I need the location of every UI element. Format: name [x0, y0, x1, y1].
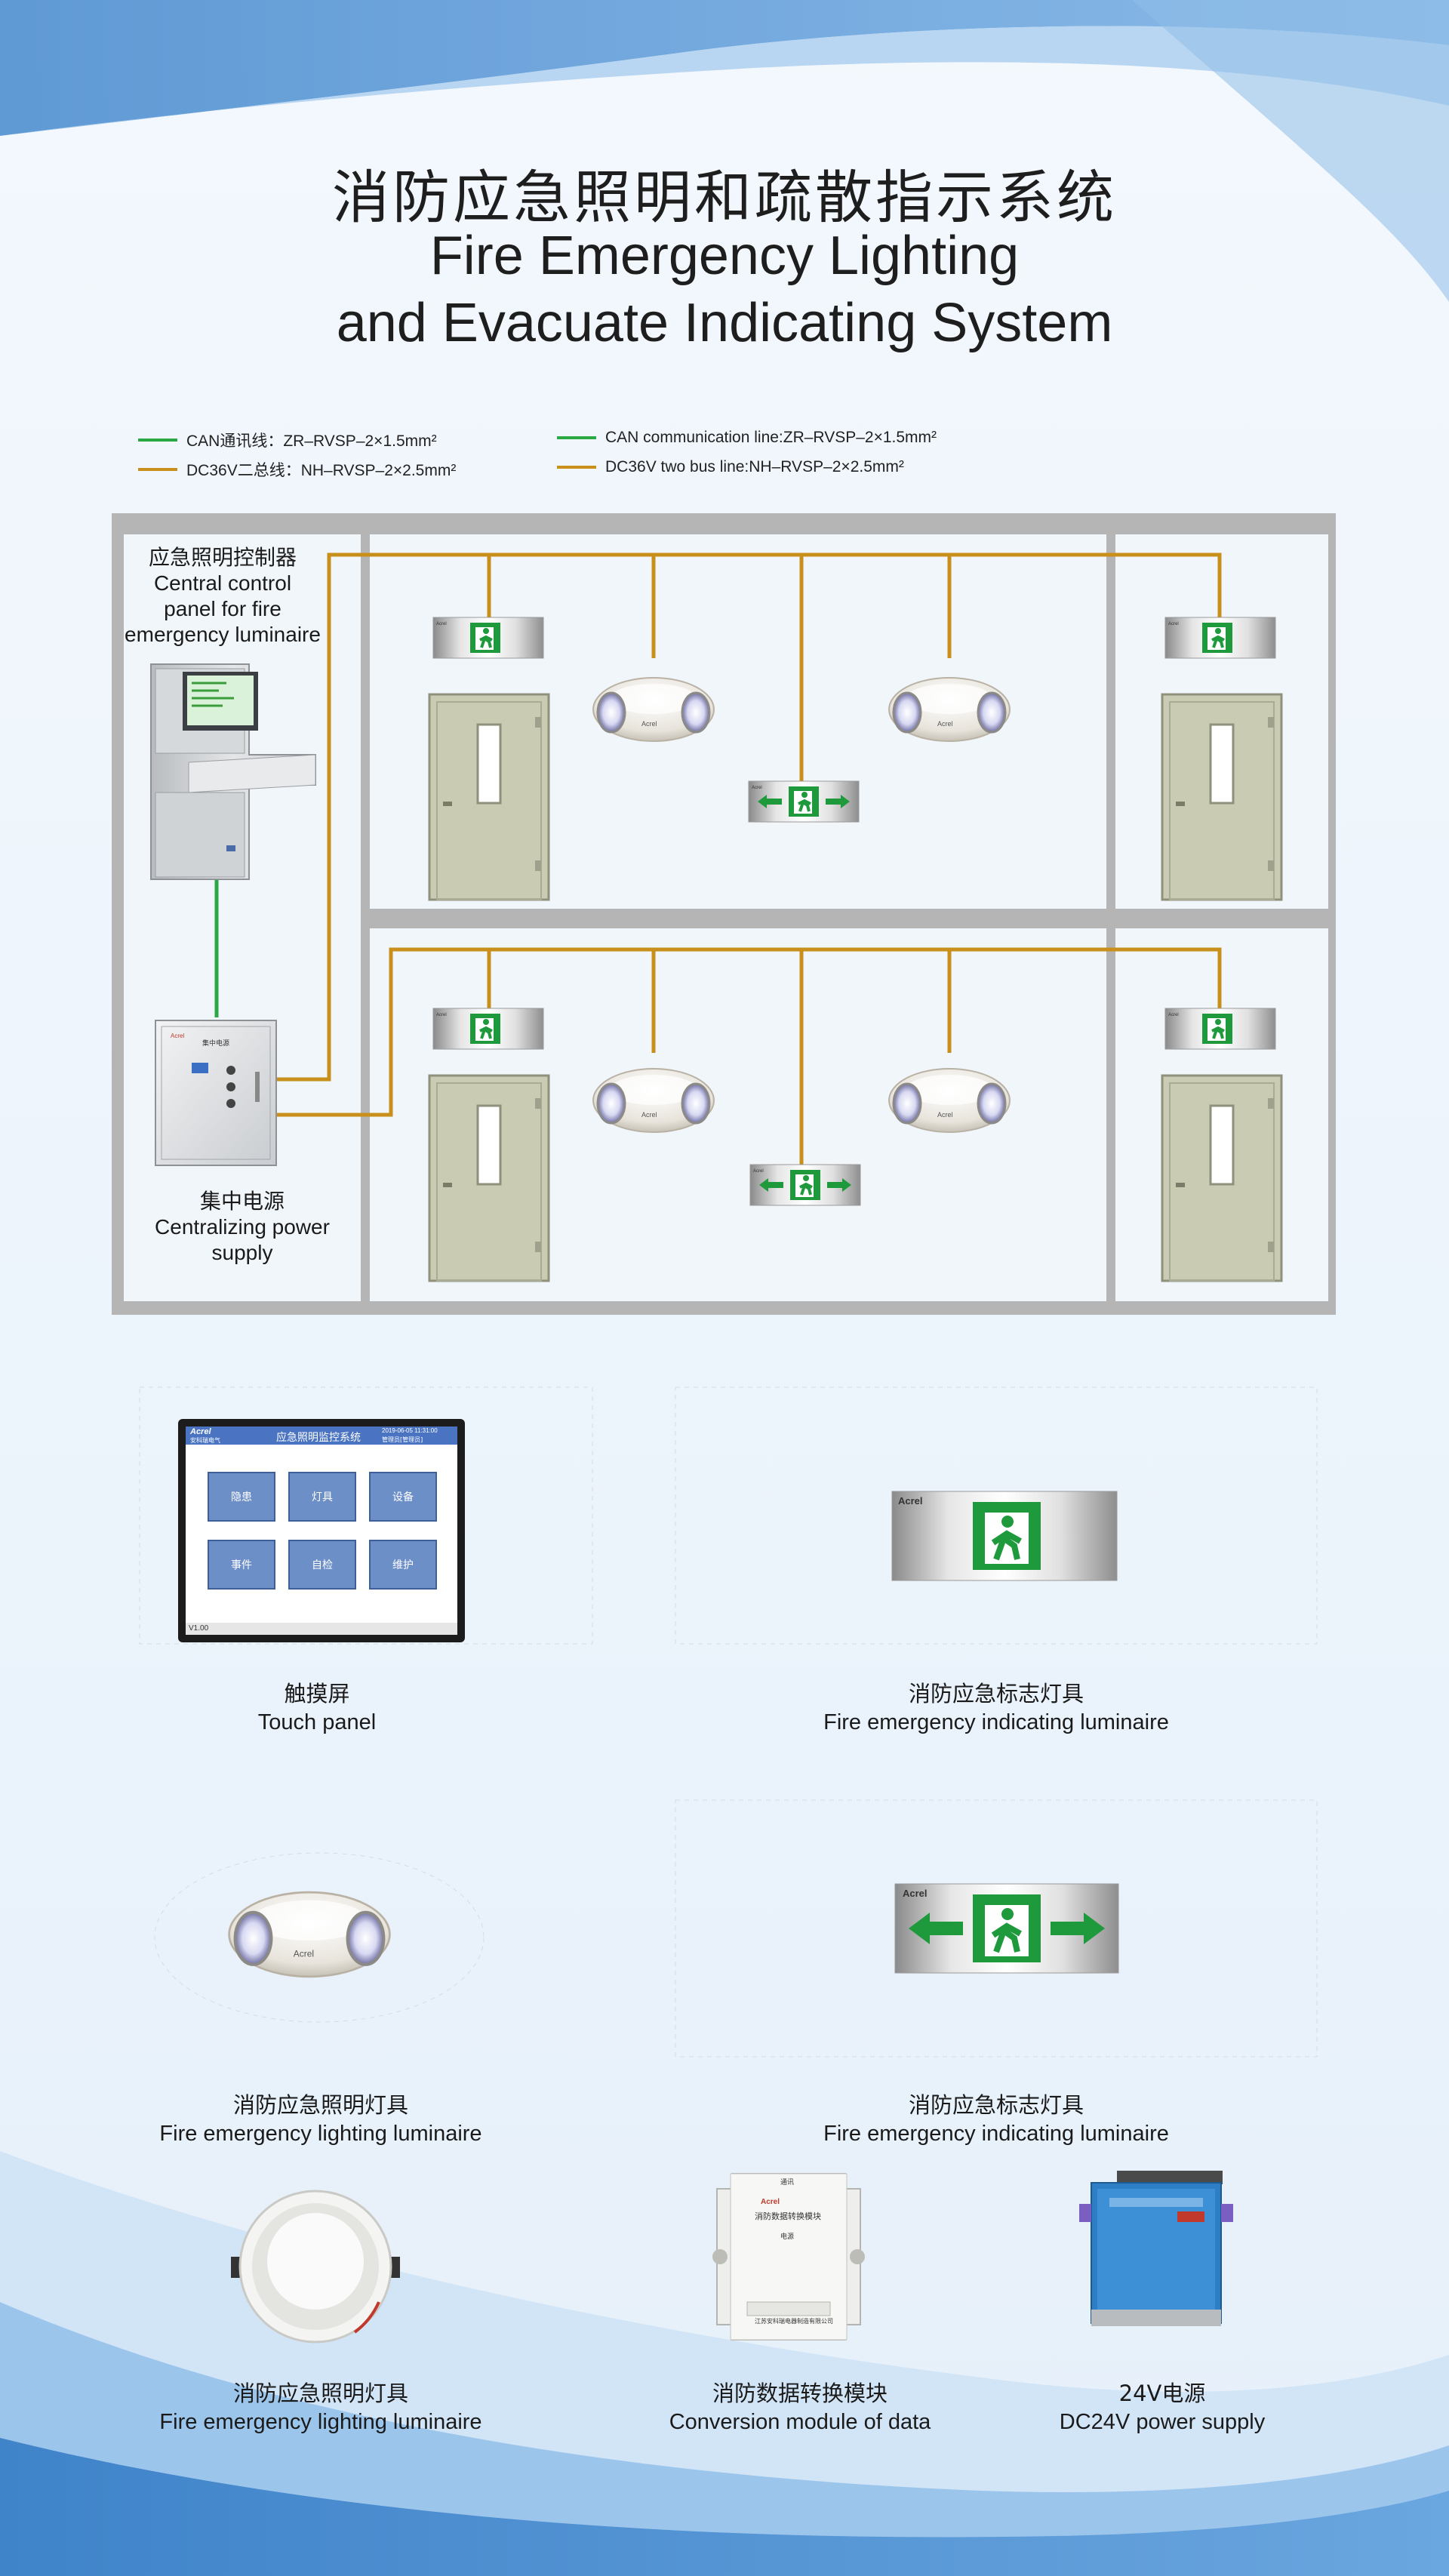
module-device-power: 电源 [780, 2233, 795, 2241]
controller-label: 应急照明控制器 Central control panel for fire e… [125, 545, 321, 646]
door-icon [1161, 1074, 1283, 1282]
module-device-title: 消防数据转换模块 [755, 2211, 821, 2221]
bus-drops-lower [487, 949, 952, 1165]
touch-panel-screen-title: 应急照明监控系统 [276, 1432, 361, 1444]
legend-item-bus-cn: DC36V二总线：NH–RVSP–2×2.5mm² [138, 458, 456, 481]
svg-text:Acrel: Acrel [898, 1495, 923, 1507]
touch-panel-button-maintenance[interactable]: 维护 [369, 1540, 437, 1590]
touch-panel-version: V1.00 [189, 1624, 209, 1633]
conversion-module-icon [712, 2173, 865, 2341]
svg-text:集中电源: 集中电源 [202, 1039, 229, 1047]
conversion-module-label: 消防数据转换模块 Conversion module of data [669, 2381, 931, 2434]
bus-line-lower [275, 947, 1222, 1117]
touch-panel-button-selftest[interactable]: 自检 [288, 1540, 356, 1590]
touch-panel-icon [178, 1419, 465, 1642]
bidirectional-exit-sign-icon [749, 1163, 862, 1207]
emergency-lamp-icon [888, 676, 1011, 743]
legend-item-bus-en: DC36V two bus line:NH–RVSP–2×2.5mm² [557, 458, 904, 476]
touch-panel-label: 触摸屏 Touch panel [257, 1681, 377, 1734]
touch-panel-button-lamps[interactable]: 灯具 [288, 1472, 356, 1522]
power-supply-cabinet-icon: Acrel 集中电源 [155, 1020, 277, 1166]
emergency-lamp-label: 消防应急照明灯具 Fire emergency lighting luminai… [159, 2092, 482, 2146]
emergency-lamp-icon [888, 1067, 1011, 1134]
bus-line-swatch [557, 466, 596, 469]
touch-panel-button-events[interactable]: 事件 [208, 1540, 275, 1590]
exit-sign-label: 消防应急标志灯具 Fire emergency indicating lumin… [823, 1681, 1169, 1734]
exit-sign-icon [432, 616, 545, 660]
bidirectional-sign-label: 消防应急标志灯具 Fire emergency indicating lumin… [823, 2092, 1169, 2146]
svg-text:Acrel: Acrel [903, 1888, 928, 1899]
bidirectional-exit-sign-product-icon: Acrel [894, 1883, 1119, 1974]
legend-item-can-cn: CAN通讯线：ZR–RVSP–2×1.5mm² [138, 429, 437, 451]
can-line-swatch [138, 439, 177, 442]
round-lamp-label: 消防应急照明灯具 Fire emergency lighting luminai… [159, 2381, 482, 2434]
bidirectional-exit-sign-icon [747, 780, 860, 823]
bus-drops-upper [487, 555, 952, 781]
exit-sign-icon [1164, 616, 1277, 660]
wiring [214, 552, 1222, 1165]
bus-line-upper [275, 552, 1222, 1082]
emergency-lighting-lamp-icon: Acrel [228, 1891, 391, 1978]
touch-panel-brand-cn: 安科瑞电气 [190, 1437, 220, 1444]
title-english-line1: Fire Emergency Lighting [429, 226, 1020, 286]
svg-text:Acrel: Acrel [294, 1948, 314, 1959]
touch-panel-user: 管理员[管理员] [382, 1436, 423, 1443]
emergency-lamp-icon [592, 1067, 715, 1134]
title-english-line2: and Evacuate Indicating System [336, 293, 1113, 353]
door-icon [1161, 693, 1283, 901]
exit-sign-product-icon: Acrel [891, 1491, 1118, 1581]
emergency-lamp-icon [592, 676, 715, 743]
touch-panel-button-devices[interactable]: 设备 [369, 1472, 437, 1522]
touch-panel-button-hazard[interactable]: 隐患 [208, 1472, 275, 1522]
dc24v-power-supply-icon [1079, 2171, 1233, 2326]
round-emergency-lamp-icon [231, 2190, 400, 2344]
exit-sign-icon [1164, 1007, 1277, 1051]
door-icon [428, 1074, 550, 1282]
exit-sign-icon [432, 1007, 545, 1051]
bus-line-swatch [138, 468, 177, 471]
power-supply-label: 集中电源 Centralizing power supply [155, 1189, 330, 1264]
control-room [124, 534, 361, 1301]
title-chinese: 消防应急照明和疏散指示系统 [332, 164, 1117, 231]
touch-panel-brand: Acrel [190, 1427, 211, 1436]
module-device-brand: Acrel [761, 2198, 780, 2206]
module-device-company: 江苏安科瑞电器制造有限公司 [755, 2318, 833, 2325]
can-line-swatch [557, 436, 596, 439]
module-device-label: 通讯 [780, 2179, 795, 2187]
dc24v-power-label: 24V电源 DC24V power supply [1059, 2381, 1266, 2434]
legend-item-can-en: CAN communication line:ZR–RVSP–2×1.5mm² [557, 429, 937, 447]
control-cabinet-icon [150, 663, 316, 880]
svg-text:Acrel: Acrel [171, 1033, 184, 1039]
touch-panel-time: 2019-06-05 11:31:00 [382, 1427, 438, 1434]
door-icon [428, 693, 550, 901]
